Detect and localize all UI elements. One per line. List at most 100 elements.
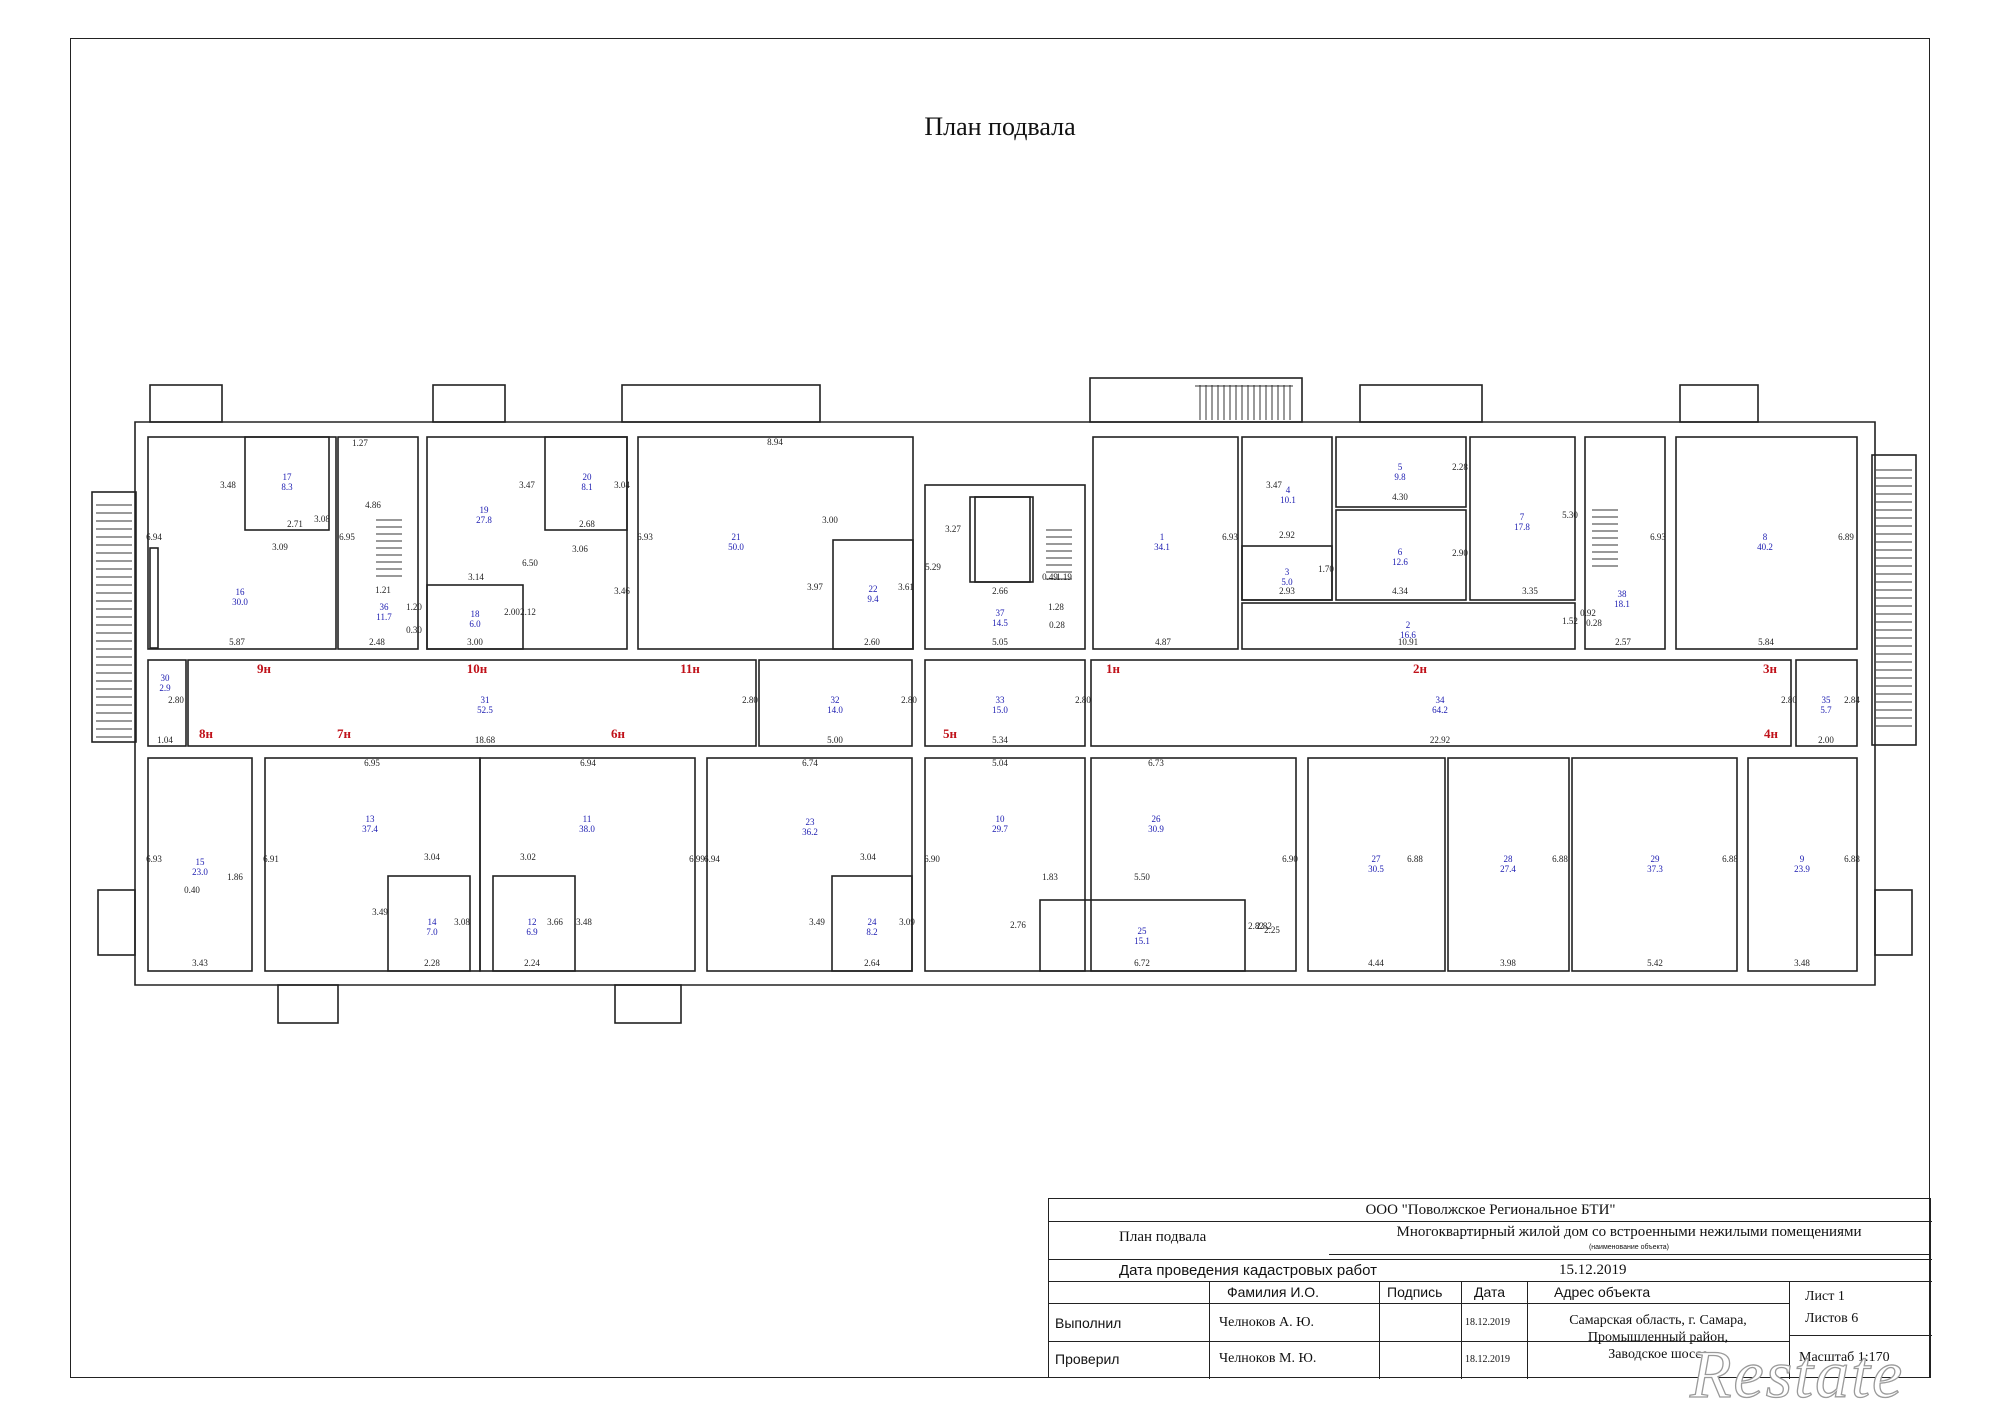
dimension-label: 4.86 xyxy=(365,500,381,510)
dimension-label: 6.94 xyxy=(704,854,720,864)
address-line-3: Заводское шоссе xyxy=(1608,1347,1708,1362)
room-number: 10 xyxy=(996,814,1006,824)
room-area: 12.6 xyxy=(1392,557,1408,567)
room-area: 16.6 xyxy=(1400,630,1416,640)
object-caption: (наименование объекта) xyxy=(1588,1244,1670,1251)
dimension-label: 2.71 xyxy=(287,519,303,529)
room-number: 36 xyxy=(380,602,390,612)
room-area: 18.1 xyxy=(1614,599,1630,609)
room-number: 35 xyxy=(1822,695,1832,705)
dimension-label: 3.04 xyxy=(614,480,630,490)
room-number: 15 xyxy=(196,857,206,867)
dimension-label: 6.99 xyxy=(689,854,705,864)
room-area: 6.0 xyxy=(469,619,481,629)
dimension-label: 0.28 xyxy=(1049,620,1065,630)
dimension-label: 0.30 xyxy=(406,625,422,635)
dimension-label: 1.28 xyxy=(1048,602,1064,612)
dimension-label: 6.72 xyxy=(1134,958,1150,968)
drawing-frame xyxy=(70,38,1930,1378)
room-number: 11 xyxy=(583,814,592,824)
zone-label: 3н xyxy=(1763,661,1778,676)
date-label: Дата проведения кадастровых работ xyxy=(1119,1262,1378,1279)
dimension-label: 5.04 xyxy=(992,758,1008,768)
room-area: 37.4 xyxy=(362,824,378,834)
dimension-label: 6.74 xyxy=(802,758,818,768)
dimension-label: 2.60 xyxy=(864,637,880,647)
dimension-label: 2.82 xyxy=(1248,921,1264,931)
dimension-label: 5.34 xyxy=(992,735,1008,745)
dimension-label: 6.90 xyxy=(924,854,940,864)
room-area: 5.7 xyxy=(1820,705,1832,715)
dimension-label: 3.66 xyxy=(547,917,563,927)
address-line-2: Промышленный район, xyxy=(1587,1330,1729,1345)
zone-label: 6н xyxy=(611,726,626,741)
dimension-label: 1.20 xyxy=(406,602,422,612)
dimension-label: 5.30 xyxy=(1562,510,1578,520)
room-area: 9.4 xyxy=(867,594,879,604)
zone-label: 2н xyxy=(1413,661,1428,676)
dimension-label: 6.88 xyxy=(1552,854,1568,864)
room-area: 17.8 xyxy=(1514,522,1530,532)
dimension-label: 2.90 xyxy=(1452,548,1468,558)
dimension-label: 3.04 xyxy=(860,852,876,862)
room-number: 16 xyxy=(236,587,246,597)
dimension-label: 2.76 xyxy=(1010,920,1026,930)
dimension-label: 1.70 xyxy=(1318,564,1334,574)
room-number: 9 xyxy=(1800,854,1805,864)
room-area: 9.8 xyxy=(1394,472,1406,482)
dimension-label: 2.93 xyxy=(1279,586,1295,596)
room-number: 37 xyxy=(996,608,1006,618)
room-number: 12 xyxy=(528,917,537,927)
room-area: 8.1 xyxy=(581,482,592,492)
room-number: 27 xyxy=(1372,854,1382,864)
zone-label: 10н xyxy=(467,661,488,676)
room-area: 29.7 xyxy=(992,824,1008,834)
dimension-label: 2.24 xyxy=(524,958,540,968)
address-line-1: Самарская область, г. Самара, xyxy=(1569,1313,1747,1328)
room-area: 5.0 xyxy=(1281,577,1293,587)
dimension-label: 2.48 xyxy=(369,637,385,647)
dimension-label: 2.92 xyxy=(1279,530,1295,540)
dimension-label: 4.87 xyxy=(1155,637,1171,647)
dimension-label: 5.00 xyxy=(827,735,843,745)
room-area: 14.5 xyxy=(992,618,1008,628)
dimension-label: 8.94 xyxy=(767,437,783,447)
dimension-label: 3.98 xyxy=(1500,958,1516,968)
date-value: 15.12.2019 xyxy=(1559,1262,1627,1278)
room-area: 30.5 xyxy=(1368,864,1384,874)
dimension-label: 2.80 xyxy=(1781,695,1797,705)
zone-label: 11н xyxy=(680,661,700,676)
dimension-label: 3.02 xyxy=(520,852,536,862)
room-number: 26 xyxy=(1152,814,1162,824)
dimension-label: 2.84 xyxy=(1844,695,1860,705)
object-name: Многоквартирный жилой дом со встроенными… xyxy=(1396,1224,1862,1240)
dimension-label: 5.87 xyxy=(229,637,245,647)
dimension-label: 3.49 xyxy=(372,907,388,917)
room-area: 15.1 xyxy=(1134,936,1150,946)
room-area: 23.9 xyxy=(1794,864,1810,874)
dimension-label: 3.48 xyxy=(220,480,236,490)
zone-label: 1н xyxy=(1106,661,1121,676)
dimension-label: 2.28 xyxy=(424,958,440,968)
dimension-label: 1.19 xyxy=(1056,572,1072,582)
dimension-label: 2.82 xyxy=(1256,921,1272,931)
room-number: 7 xyxy=(1520,512,1525,522)
dimension-label: 1.04 xyxy=(157,735,173,745)
dimension-label: 0.28 xyxy=(1586,618,1602,628)
row2-name: Челноков М. Ю. xyxy=(1219,1351,1317,1366)
title-block: ООО "Поволжское Региональное БТИ" План п… xyxy=(1048,1198,1932,1379)
dimension-label: 6.91 xyxy=(263,854,279,864)
room-number: 5 xyxy=(1398,462,1403,472)
room-number: 29 xyxy=(1651,854,1661,864)
dimension-label: 3.46 xyxy=(614,586,630,596)
room-number: 6 xyxy=(1398,547,1403,557)
dimension-label: 2.80 xyxy=(1075,695,1091,705)
room-area: 7.0 xyxy=(426,927,438,937)
zone-label: 9н xyxy=(257,661,272,676)
dimension-label: 3.09 xyxy=(272,542,288,552)
room-number: 31 xyxy=(481,695,490,705)
room-number: 1 xyxy=(1160,532,1165,542)
dimension-label: 4.44 xyxy=(1368,958,1384,968)
dimension-label: 10.91 xyxy=(1398,637,1418,647)
